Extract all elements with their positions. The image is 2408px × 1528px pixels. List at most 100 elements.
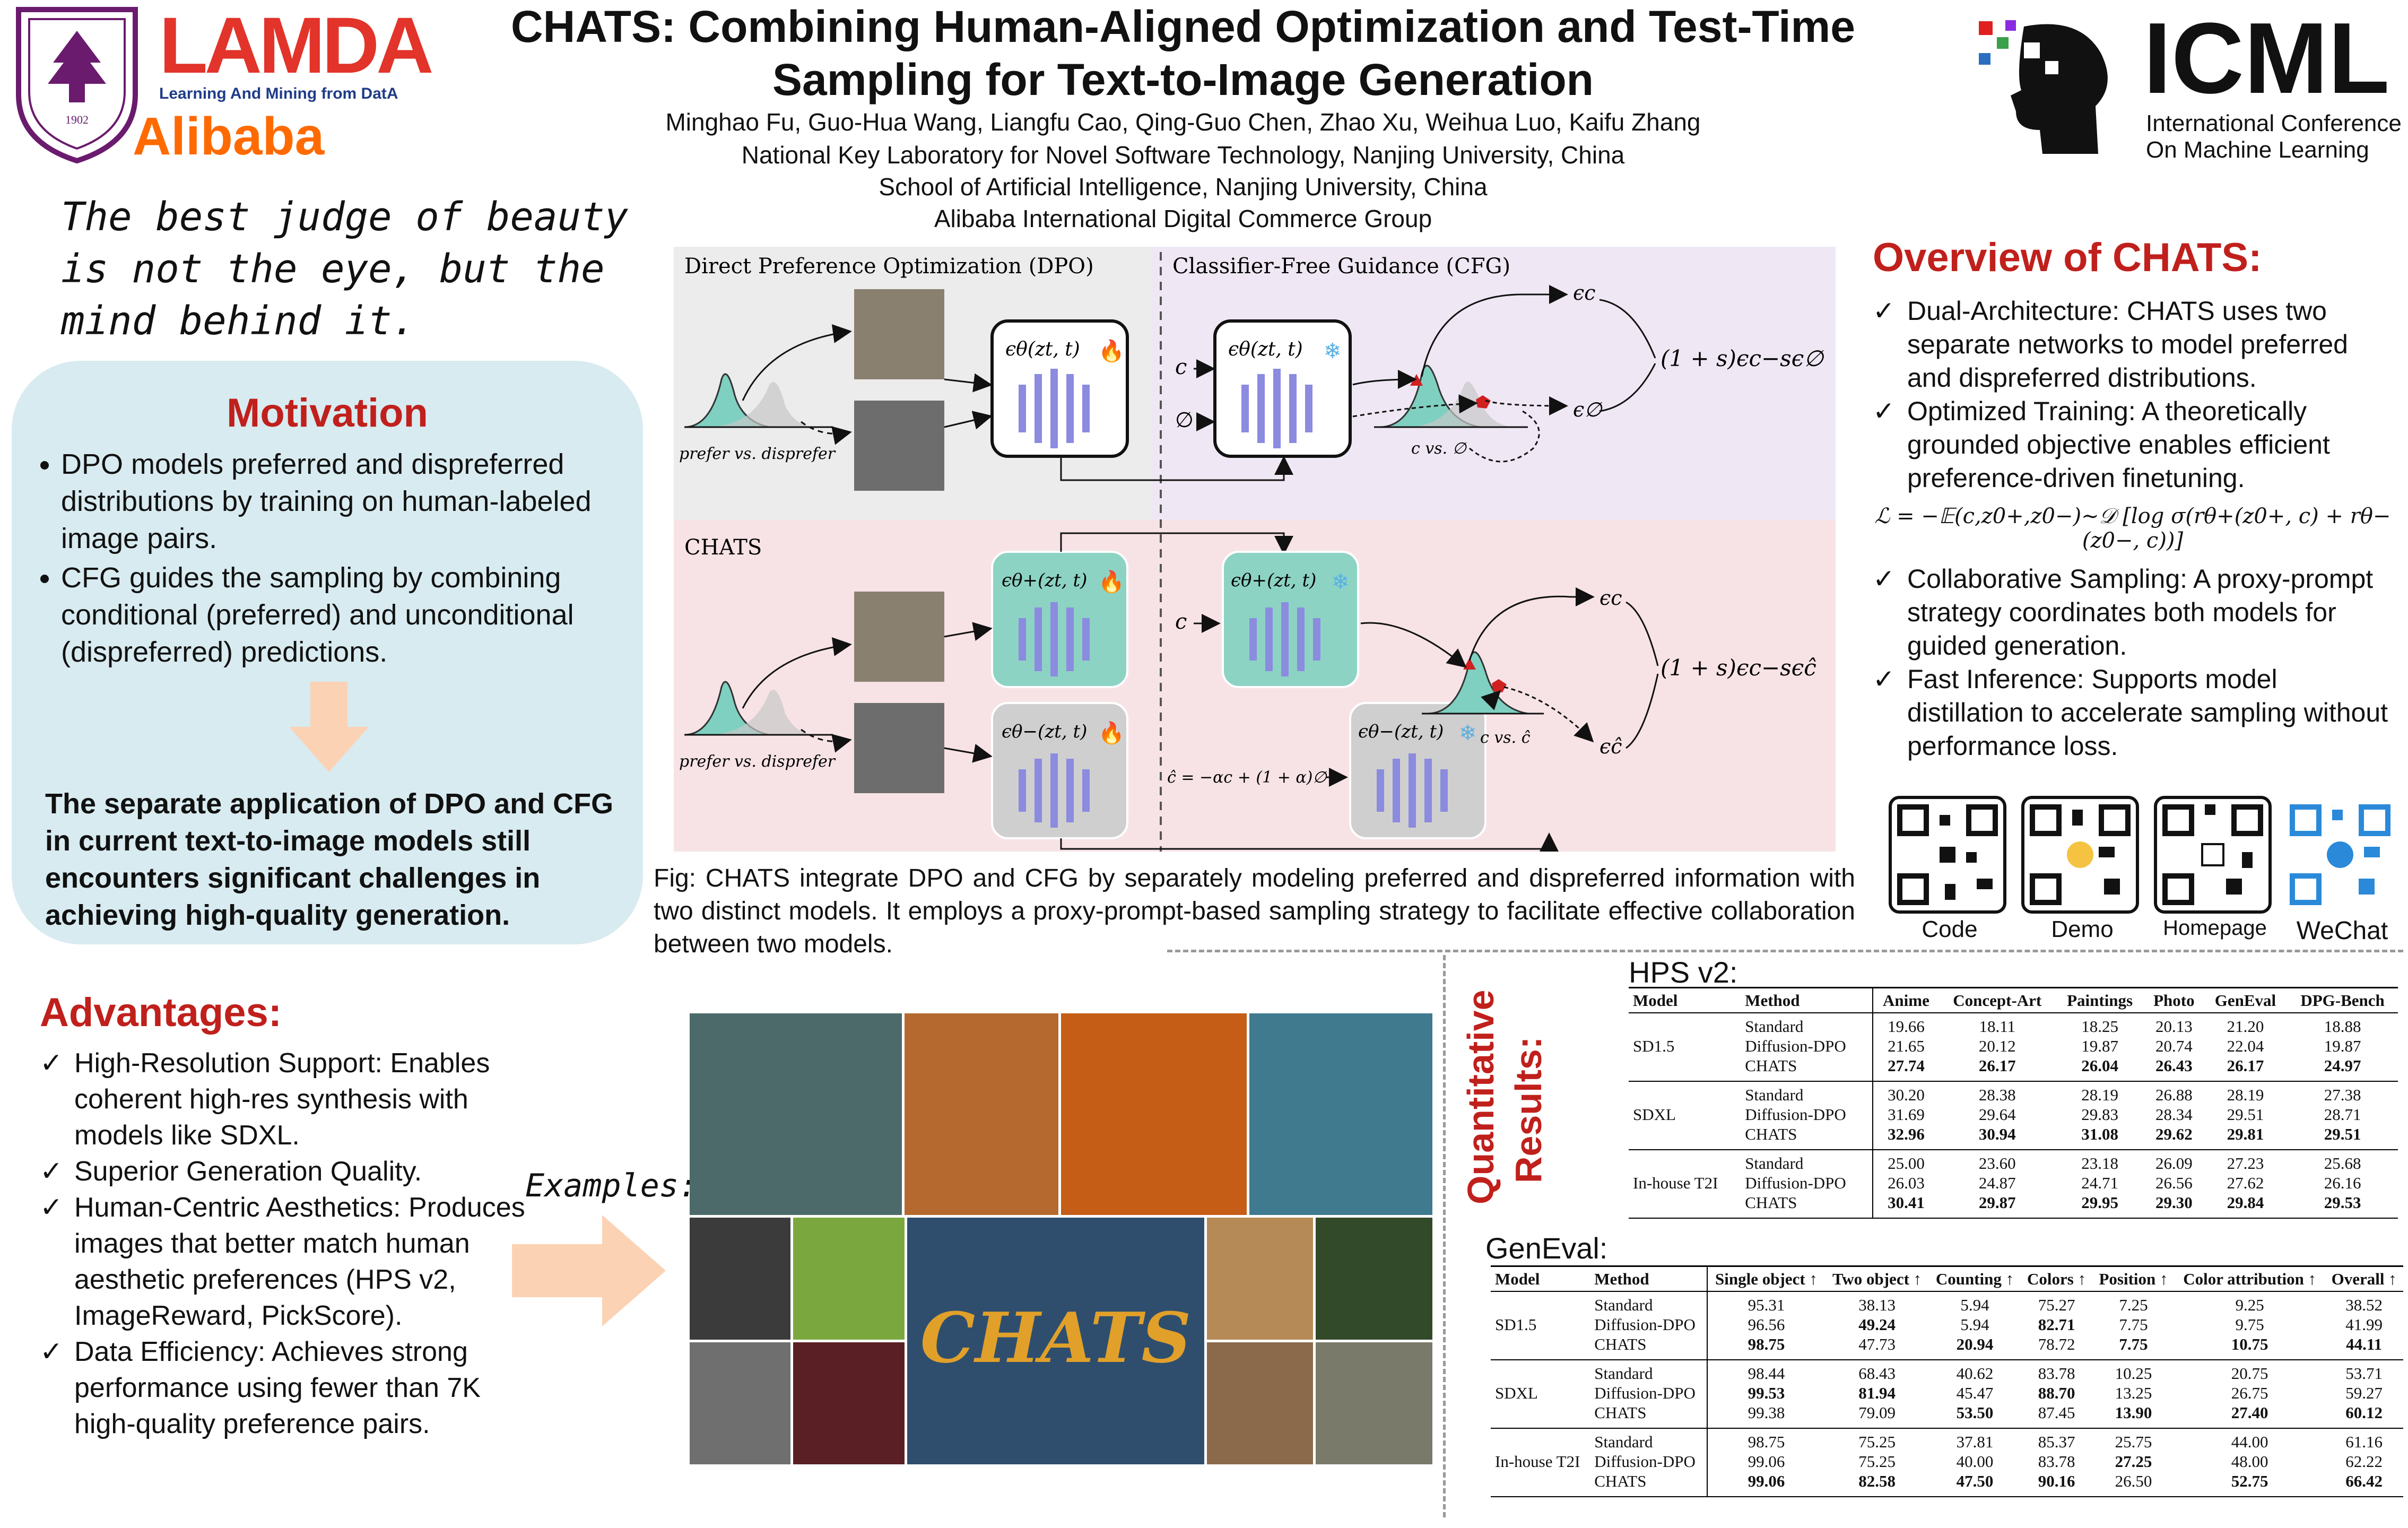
hps-value: 23.60	[1978, 1154, 2016, 1173]
overview-item: ✓Dual-Architecture: CHATS uses two separ…	[1873, 294, 2398, 395]
qr-label-homepage: Homepage	[2163, 916, 2267, 940]
geneval-value: 90.16	[2038, 1472, 2075, 1490]
geneval-value: 37.81	[1956, 1432, 1994, 1451]
hps-value: 25.00	[1888, 1154, 1925, 1173]
c-vs-chat-label: c vs. ĉ	[1480, 728, 1531, 747]
advantage-item: ✓Superior Generation Quality.	[40, 1153, 538, 1190]
advantage-text: High-Resolution Support: Enables coheren…	[74, 1048, 490, 1151]
advantage-item: ✓High-Resolution Support: Enables cohere…	[40, 1045, 538, 1153]
divider-horizontal	[1167, 950, 2403, 952]
motivation-box	[12, 361, 643, 944]
eps-chat-label: ϵĉ	[1599, 735, 1622, 758]
check-icon: ✓	[1873, 564, 1895, 594]
check-icon: ✓	[1873, 396, 1895, 426]
geneval-value: 96.56	[1748, 1315, 1785, 1334]
geneval-value: 38.13	[1858, 1296, 1896, 1314]
hps-value: 27.38	[2324, 1086, 2361, 1104]
motivation-list: DPO models preferred and dispreferred di…	[21, 446, 666, 673]
geneval-value: 99.38	[1748, 1403, 1785, 1422]
geneval-value: 87.45	[2038, 1403, 2075, 1422]
chats-art-text: CHATS	[920, 1297, 1192, 1378]
hps-value: 32.96	[1888, 1125, 1925, 1143]
geneval-value: 5.94	[1960, 1296, 1989, 1314]
geneval-value: 7.25	[2119, 1296, 2148, 1314]
qr-code-link[interactable]: Code	[1889, 796, 2011, 943]
down-arrow-icon	[289, 682, 369, 772]
example-image: CHATS	[907, 1218, 1204, 1464]
geneval-header-cell: Method	[1590, 1265, 1708, 1292]
qr-wechat-link[interactable]: WeChat	[2281, 796, 2403, 945]
hps-value: 22.04	[2227, 1037, 2264, 1055]
hps-value: 30.94	[1978, 1125, 2016, 1143]
hps-value: 26.17	[2227, 1056, 2264, 1075]
hps-header-cell: Method	[1741, 987, 1873, 1013]
geneval-value: 88.70	[2038, 1384, 2075, 1402]
geneval-value: 25.75	[2115, 1432, 2152, 1451]
hps-value: 28.38	[1978, 1086, 2016, 1104]
example-image	[690, 1013, 902, 1215]
geneval-model-cell: SDXL	[1491, 1360, 1590, 1429]
overview-text: Optimized Training: A theoretically grou…	[1907, 396, 2330, 493]
geneval-value: 85.37	[2038, 1432, 2075, 1451]
geneval-value: 75.27	[2038, 1296, 2075, 1314]
geneval-method-name: CHATS	[1594, 1335, 1647, 1353]
overview-list-a: ✓Dual-Architecture: CHATS uses two separ…	[1873, 294, 2398, 495]
geneval-header-cell: Color attribution ↑	[2175, 1265, 2325, 1292]
hps-value: 26.17	[1978, 1056, 2016, 1075]
overview-item: ✓Fast Inference: Supports model distilla…	[1873, 663, 2398, 763]
overview-list-b: ✓Collaborative Sampling: A proxy-prompt …	[1873, 562, 2398, 763]
qr-homepage-link[interactable]: Homepage	[2154, 796, 2276, 940]
geneval-value: 66.42	[2345, 1472, 2383, 1490]
advantages-list: ✓High-Resolution Support: Enables cohere…	[40, 1045, 538, 1442]
title-line1: CHATS: Combining Human-Aligned Optimizat…	[511, 2, 1855, 51]
geneval-value: 47.73	[1858, 1335, 1896, 1353]
hps-method-name: CHATS	[1745, 1056, 1797, 1075]
chats-minus-frozen-model-box: ϵθ−(zt, t) ❄	[1349, 702, 1486, 839]
geneval-value: 13.90	[2115, 1403, 2152, 1422]
nju-seal-logo: 1902	[16, 7, 138, 163]
geneval-value: 7.75	[2119, 1315, 2148, 1334]
model-label: ϵθ(zt, t)	[1228, 338, 1303, 360]
qr-demo-link[interactable]: Demo	[2021, 796, 2143, 943]
hps-value: 19.87	[2324, 1037, 2361, 1055]
geneval-value: 13.25	[2115, 1384, 2152, 1402]
icml-subtitle-line2: On Machine Learning	[2146, 137, 2369, 163]
cfg-label: Classifier-Free Guidance (CFG)	[1172, 254, 1510, 279]
cond-c-label: c	[1175, 355, 1187, 379]
geneval-method-name: Diffusion-DPO	[1594, 1384, 1696, 1402]
check-icon: ✓	[1873, 296, 1895, 326]
motivation-bullet: CFG guides the sampling by combining con…	[61, 559, 666, 671]
hps-value: 18.88	[2324, 1017, 2361, 1036]
check-icon: ✓	[1873, 664, 1895, 694]
dispreferred-image	[854, 703, 944, 793]
proxy-prompt-formula: ĉ = −αc + (1 + α)∅	[1167, 768, 1327, 787]
examples-label: Examples:	[525, 1167, 698, 1204]
hps-header-cell: Photo	[2144, 987, 2204, 1013]
geneval-value: 9.75	[2235, 1315, 2264, 1334]
geneval-value: 47.50	[1956, 1472, 1994, 1490]
hps-value: 31.08	[2081, 1125, 2118, 1143]
motivation-heading: Motivation	[227, 390, 428, 436]
geneval-model-cell: In-house T2I	[1491, 1428, 1590, 1497]
hps-value: 30.20	[1888, 1086, 1925, 1104]
hps-value: 29.51	[2227, 1105, 2264, 1124]
example-image	[905, 1013, 1058, 1215]
hps-value: 26.04	[2081, 1056, 2118, 1075]
geneval-value: 10.25	[2115, 1364, 2152, 1383]
alibaba-logo: Alibaba	[133, 107, 325, 166]
geneval-value: 81.94	[1858, 1384, 1896, 1402]
geneval-value: 79.09	[1858, 1403, 1896, 1422]
